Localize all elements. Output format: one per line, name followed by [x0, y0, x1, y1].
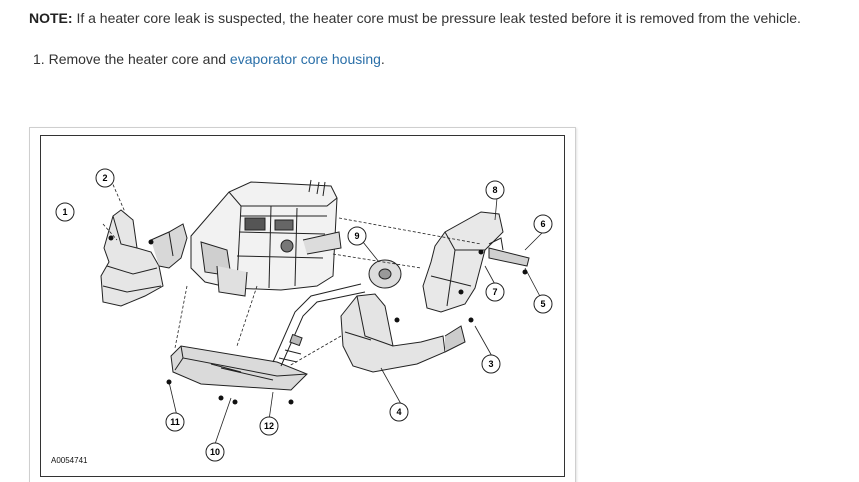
- left-duct-shape: [100, 209, 164, 307]
- svg-text:5: 5: [540, 299, 545, 309]
- heater-core-shape: [170, 345, 308, 391]
- callout-4: 4: [389, 402, 409, 422]
- svg-text:4: 4: [396, 407, 401, 417]
- callout-8: 8: [485, 180, 505, 200]
- figure-frame: 1 2 9 8 6 7 5 3 4 11 12 10 A0054741: [29, 127, 576, 482]
- svg-text:2: 2: [102, 173, 107, 183]
- svg-text:12: 12: [264, 421, 274, 431]
- svg-text:9: 9: [354, 231, 359, 241]
- svg-text:7: 7: [492, 287, 497, 297]
- callout-12: 12: [259, 416, 279, 436]
- note-text: If a heater core leak is suspected, the …: [72, 10, 801, 26]
- svg-text:6: 6: [540, 219, 545, 229]
- callout-10: 10: [205, 442, 225, 462]
- callout-6: 6: [533, 214, 553, 234]
- svg-text:10: 10: [210, 447, 220, 457]
- bracket-part: [488, 247, 530, 267]
- callout-9: 9: [347, 226, 367, 246]
- callout-3: 3: [481, 354, 501, 374]
- step-number: 1.: [33, 51, 45, 67]
- evaporator-core-housing-link[interactable]: evaporator core housing: [229, 51, 381, 67]
- heater-core-diagram: 1 2 9 8 6 7 5 3 4 11 12 10: [55, 168, 553, 462]
- callout-7: 7: [485, 282, 505, 302]
- step-text: Remove the heater core and: [44, 51, 230, 67]
- callout-2: 2: [95, 168, 115, 188]
- callout-5: 5: [533, 294, 553, 314]
- callout-11: 11: [165, 412, 185, 432]
- main-housing-shape: [190, 181, 338, 291]
- note-label: NOTE:: [29, 10, 73, 26]
- right-lower-duct: [340, 293, 446, 373]
- callout-1: 1: [55, 202, 75, 222]
- svg-text:1: 1: [62, 207, 67, 217]
- callouts: 1 2 9 8 6 7 5 3 4 11 12 10: [55, 168, 553, 462]
- figure-id: A0054741: [51, 456, 88, 465]
- svg-text:11: 11: [170, 417, 180, 427]
- note-paragraph: NOTE: If a heater core leak is suspected…: [29, 9, 801, 27]
- step-1: 1. Remove the heater core and evaporator…: [33, 50, 385, 68]
- exploded-diagram: 1 2 9 8 6 7 5 3 4 11 12 10 A0054741: [40, 135, 565, 477]
- svg-text:3: 3: [488, 359, 493, 369]
- svg-text:8: 8: [492, 185, 497, 195]
- step-text-end: .: [380, 51, 385, 67]
